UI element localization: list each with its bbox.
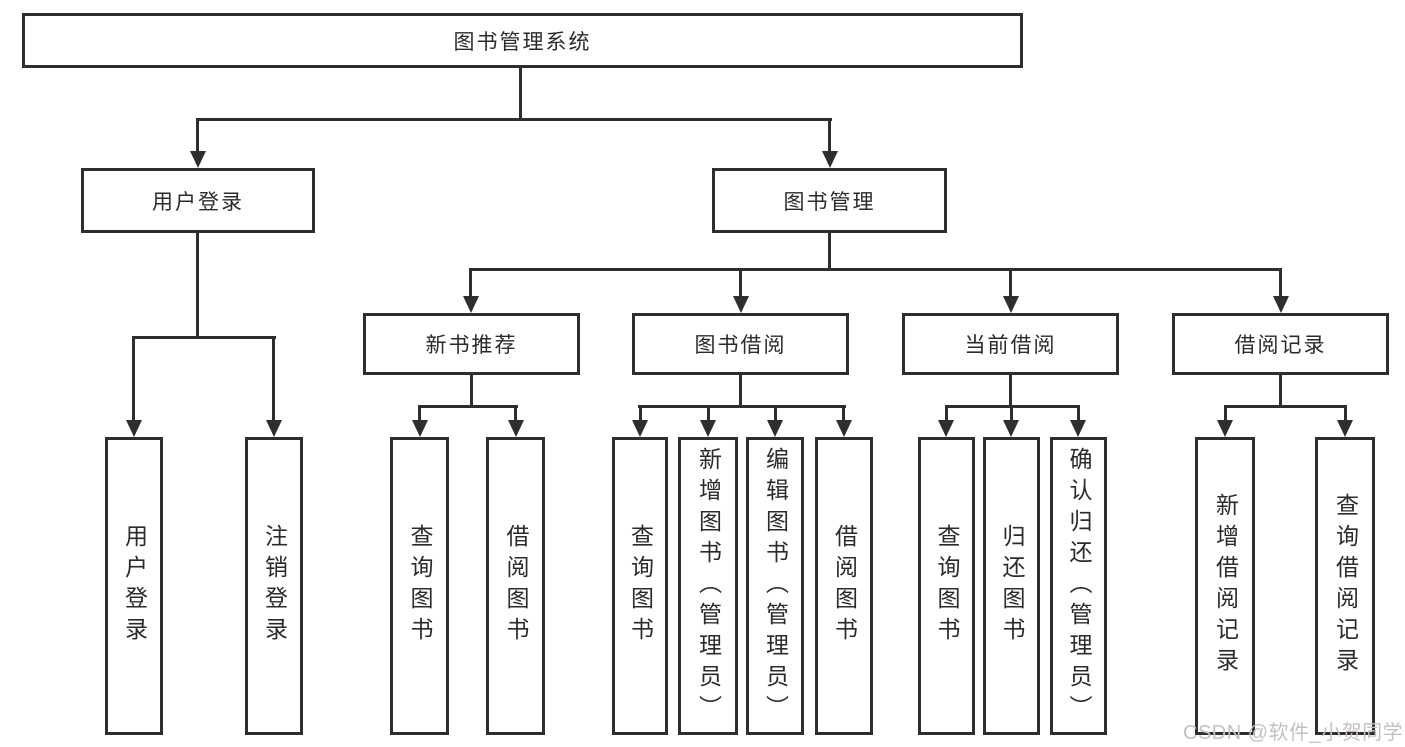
node-label: 图书管理 bbox=[783, 190, 876, 214]
connector-line bbox=[272, 336, 275, 422]
leaf-add-borrow-record: 新增借阅记录 bbox=[1195, 437, 1255, 735]
node-borrowing-records: 借阅记录 bbox=[1172, 313, 1389, 375]
leaf-label: 注销登录 bbox=[261, 524, 288, 648]
leaf-label: 新增借阅记录 bbox=[1212, 493, 1239, 679]
arrow-down-icon bbox=[632, 420, 648, 437]
leaf-query-books-borrowing: 查询图书 bbox=[612, 437, 668, 735]
csdn-watermark: CSDN @软件_小贺同学 bbox=[1183, 722, 1404, 744]
connector-line bbox=[1009, 268, 1012, 298]
leaf-query-books-current: 查询图书 bbox=[918, 437, 975, 735]
node-current-borrowing: 当前借阅 bbox=[902, 313, 1119, 375]
node-book-management: 图书管理 bbox=[712, 168, 947, 233]
arrow-down-icon bbox=[938, 420, 954, 437]
arrow-down-icon bbox=[836, 420, 852, 437]
arrow-down-icon bbox=[1217, 420, 1233, 437]
leaf-label: 用户登录 bbox=[121, 524, 148, 648]
leaf-return-books: 归还图书 bbox=[983, 437, 1040, 735]
arrow-down-icon bbox=[700, 420, 716, 437]
connector-line bbox=[514, 405, 517, 423]
connector-line bbox=[1009, 375, 1012, 408]
connector-line bbox=[1224, 405, 1347, 408]
connector-line bbox=[469, 268, 1282, 271]
arrow-down-icon bbox=[412, 420, 428, 437]
leaf-user-login: 用户登录 bbox=[105, 437, 163, 735]
connector-line bbox=[707, 405, 710, 423]
connector-line bbox=[842, 405, 845, 423]
leaf-confirm-return-admin: 确认归还（管理员） bbox=[1050, 437, 1107, 735]
connector-line bbox=[828, 233, 831, 271]
arrow-down-icon bbox=[1337, 420, 1353, 437]
leaf-label: 查询借阅记录 bbox=[1332, 493, 1359, 679]
connector-line bbox=[196, 232, 199, 338]
arrow-down-icon bbox=[733, 296, 749, 313]
connector-line bbox=[638, 405, 846, 408]
connector-line bbox=[1077, 405, 1080, 423]
leaf-label: 归还图书 bbox=[999, 524, 1025, 648]
leaf-label: 查询图书 bbox=[934, 524, 960, 648]
node-label: 用户登录 bbox=[152, 190, 244, 214]
leaf-query-books-recommend: 查询图书 bbox=[390, 437, 449, 735]
connector-line bbox=[132, 336, 135, 422]
connector-line bbox=[469, 268, 472, 298]
leaf-label: 借阅图书 bbox=[831, 524, 858, 648]
node-label: 新书推荐 bbox=[425, 334, 518, 357]
node-label: 图书借阅 bbox=[694, 334, 787, 357]
connector-line bbox=[196, 118, 832, 121]
node-new-book-recommend: 新书推荐 bbox=[363, 313, 580, 375]
leaf-edit-books-admin: 编辑图书（管理员） bbox=[746, 437, 804, 735]
node-label: 借阅记录 bbox=[1234, 334, 1327, 357]
arrow-down-icon bbox=[1003, 296, 1019, 313]
leaf-logout-login: 注销登录 bbox=[245, 437, 303, 735]
connector-line bbox=[519, 66, 522, 118]
connector-line bbox=[739, 268, 742, 298]
node-label: 当前借阅 bbox=[964, 334, 1057, 357]
arrow-down-icon bbox=[266, 420, 282, 437]
leaf-label: 查询图书 bbox=[627, 524, 654, 648]
connector-line bbox=[1279, 268, 1282, 298]
arrow-down-icon bbox=[767, 420, 783, 437]
connector-line bbox=[418, 405, 518, 408]
connector-line bbox=[1224, 405, 1227, 423]
connector-line bbox=[196, 118, 199, 154]
connector-line bbox=[418, 405, 421, 423]
connector-line bbox=[639, 405, 642, 423]
arrow-down-icon bbox=[508, 420, 524, 437]
connector-line bbox=[774, 405, 777, 423]
node-user-login: 用户登录 bbox=[81, 168, 315, 233]
arrow-down-icon bbox=[190, 151, 206, 168]
leaf-add-books-admin: 新增图书（管理员） bbox=[678, 437, 738, 735]
arrow-down-icon bbox=[1070, 420, 1086, 437]
connector-line bbox=[828, 118, 831, 154]
arrow-down-icon bbox=[1003, 420, 1019, 437]
connector-line bbox=[1344, 405, 1347, 423]
leaf-borrow-books-recommend: 借阅图书 bbox=[486, 437, 545, 735]
arrow-down-icon bbox=[463, 296, 479, 313]
leaf-label: 新增图书（管理员） bbox=[695, 446, 722, 726]
connector-line bbox=[945, 405, 948, 423]
connector-line bbox=[470, 375, 473, 408]
connector-line bbox=[739, 375, 742, 408]
connector-line bbox=[1010, 405, 1013, 423]
node-library-management-system: 图书管理系统 bbox=[22, 13, 1023, 68]
arrow-down-icon bbox=[822, 151, 838, 168]
connector-line bbox=[1279, 375, 1282, 408]
connector-line bbox=[133, 336, 276, 339]
leaf-borrow-books: 借阅图书 bbox=[815, 437, 873, 735]
node-label: 图书管理系统 bbox=[453, 30, 592, 54]
leaf-query-borrow-record: 查询借阅记录 bbox=[1315, 437, 1375, 735]
arrow-down-icon bbox=[126, 420, 142, 437]
leaf-label: 借阅图书 bbox=[503, 524, 529, 648]
node-book-borrowing: 图书借阅 bbox=[632, 313, 849, 375]
leaf-label: 查询图书 bbox=[407, 524, 433, 648]
leaf-label: 确认归还（管理员） bbox=[1066, 446, 1092, 726]
arrow-down-icon bbox=[1273, 296, 1289, 313]
leaf-label: 编辑图书（管理员） bbox=[762, 446, 789, 726]
